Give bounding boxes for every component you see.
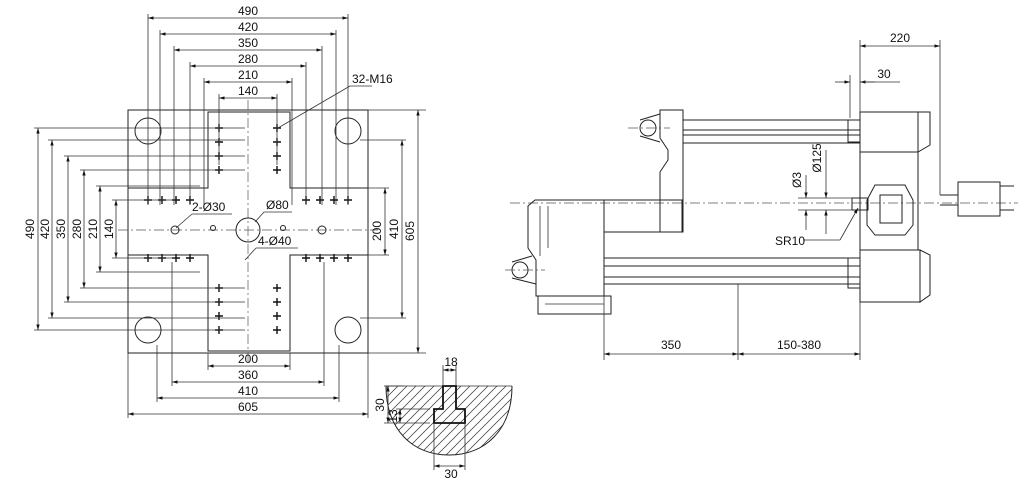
dim-bottom-360: 360 xyxy=(238,368,258,382)
lower-tie-bar xyxy=(603,257,861,267)
side-dim-220: 220 xyxy=(890,31,910,45)
detail-dim-side-13: 13 xyxy=(386,409,400,423)
hatch-line xyxy=(431,386,507,455)
bottom-dimensions: 200 360 410 605 xyxy=(127,262,369,418)
threaded-hole-marker xyxy=(330,196,338,204)
ejector-hole-right xyxy=(317,225,327,235)
dim-bottom-605: 605 xyxy=(238,400,258,414)
dim-left-350: 350 xyxy=(54,219,68,239)
upper-tie-bar xyxy=(682,119,861,131)
injection-block-top xyxy=(859,111,919,153)
detail-dim-side-30: 30 xyxy=(373,398,387,412)
moving-platen xyxy=(659,109,684,233)
base-foot xyxy=(537,295,612,315)
injection-block-bottom xyxy=(859,249,921,303)
hatch-line xyxy=(386,386,408,455)
threaded-hole-marker xyxy=(273,284,281,292)
hatch-line xyxy=(485,386,512,455)
threaded-hole-marker xyxy=(273,166,281,174)
hatch-line xyxy=(494,386,512,455)
threaded-hole-marker xyxy=(215,312,223,320)
hatch-line xyxy=(476,386,512,455)
dim-bottom-200: 200 xyxy=(238,352,258,366)
t-slot-detail: 18 30 30 13 xyxy=(306,355,596,480)
threaded-hole-marker xyxy=(316,196,324,204)
nozzle-body xyxy=(879,194,903,224)
platen-gap xyxy=(603,199,683,233)
hatch-line xyxy=(440,386,512,455)
dim-left-140: 140 xyxy=(102,219,116,239)
lower-tie-bar-2 xyxy=(603,276,861,285)
platen-front-view: 490 420 350 280 210 140 xyxy=(23,4,426,418)
dim-left-280: 280 xyxy=(70,219,84,239)
hole-40 xyxy=(280,225,286,231)
tie-nut-bottom xyxy=(847,257,861,289)
left-dimensions: 490 420 350 280 210 140 xyxy=(23,127,245,331)
nozzle-holder xyxy=(866,184,914,236)
dim-right-605: 605 xyxy=(403,221,417,241)
detail-dim-18: 18 xyxy=(444,355,458,369)
dim-top-420: 420 xyxy=(238,20,258,34)
threaded-hole-marker xyxy=(186,254,194,262)
side-radius-sr10: SR10 xyxy=(775,234,805,248)
dim-right-200: 200 xyxy=(370,221,384,241)
hatch-line xyxy=(522,386,596,460)
callout-holes-40: 4-Ø40 xyxy=(258,234,292,248)
detail-dim-30: 30 xyxy=(444,467,458,480)
hole-40 xyxy=(210,225,216,231)
hatch-line xyxy=(458,386,512,455)
dim-top-280: 280 xyxy=(238,52,258,66)
threaded-hole-marker xyxy=(273,326,281,334)
dim-left-420: 420 xyxy=(38,219,52,239)
dim-left-210: 210 xyxy=(86,219,100,239)
dim-right-410: 410 xyxy=(387,219,401,239)
callouts: 32-M16 2-Ø30 Ø80 4-Ø40 xyxy=(175,72,393,261)
threaded-hole-marker xyxy=(302,254,310,262)
motor xyxy=(957,181,1001,217)
dim-left-490: 490 xyxy=(23,219,37,239)
threaded-hole-marker xyxy=(273,298,281,306)
dim-bottom-410: 410 xyxy=(238,384,258,398)
threaded-hole-marker xyxy=(344,254,352,262)
upper-tie-bar-2 xyxy=(682,134,861,144)
hatch-line xyxy=(503,386,512,455)
top-dimensions: 490 420 350 280 210 140 xyxy=(147,4,349,205)
hatch-line xyxy=(306,386,380,460)
dim-top-210: 210 xyxy=(238,68,258,82)
dim-top-350: 350 xyxy=(238,36,258,50)
side-dim-30: 30 xyxy=(877,67,891,81)
hatch-line xyxy=(386,386,417,455)
center-hole xyxy=(235,217,261,243)
nozzle-tip xyxy=(851,197,869,211)
side-view: 220 30 Ø3 Ø125 SR10 350 150-380 xyxy=(505,31,1018,360)
threaded-hole-marker xyxy=(330,254,338,262)
cross-recess xyxy=(127,111,369,352)
right-dimensions: 200 410 605 xyxy=(360,109,426,354)
ejector-hole-left xyxy=(170,225,180,235)
hatch-line xyxy=(513,386,587,460)
side-dim-350: 350 xyxy=(661,338,681,352)
side-dim-125: Ø125 xyxy=(810,143,824,173)
callout-holes-30: 2-Ø30 xyxy=(192,200,226,214)
threaded-hole-marker xyxy=(316,254,324,262)
tie-nut-top xyxy=(847,119,861,143)
callout-threads: 32-M16 xyxy=(352,72,393,86)
hatch-line xyxy=(467,386,512,455)
fixed-body xyxy=(527,199,605,297)
side-dim-3: Ø3 xyxy=(790,172,804,188)
callout-center-hole: Ø80 xyxy=(266,198,289,212)
hatch-line xyxy=(386,386,390,455)
side-dim-150-380: 150-380 xyxy=(777,338,821,352)
dim-top-140: 140 xyxy=(238,84,258,98)
threaded-hole-marker xyxy=(273,312,281,320)
dim-top-490: 490 xyxy=(238,4,258,18)
